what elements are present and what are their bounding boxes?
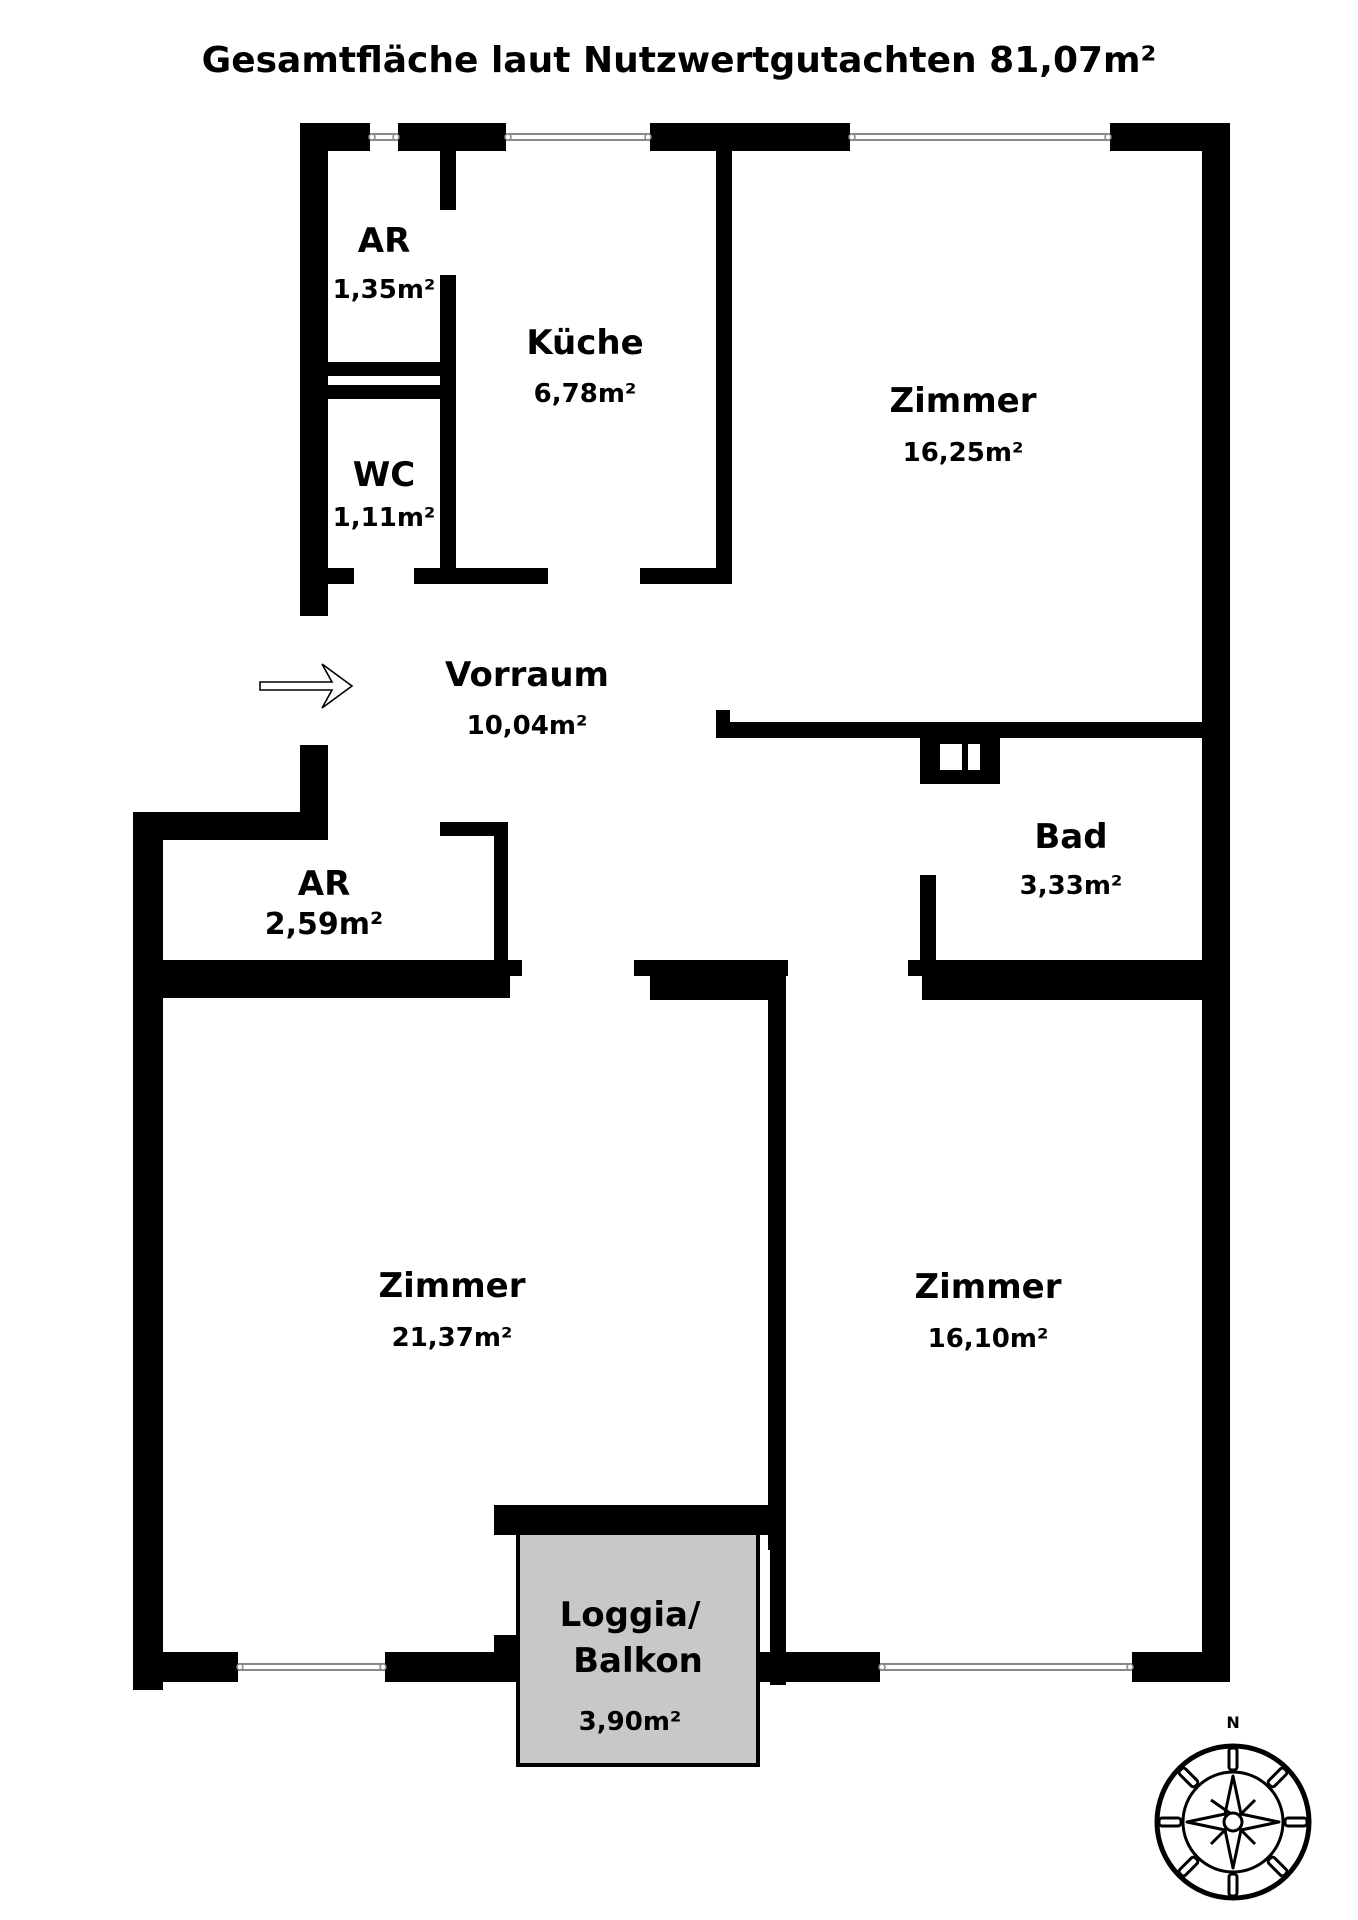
- room-area: 10,04m²: [467, 711, 588, 741]
- room-wc: WC 1,11m²: [333, 455, 436, 533]
- room-area: 1,35m²: [333, 275, 436, 305]
- room-ar-mid: AR 2,59m²: [265, 864, 383, 942]
- walls: [133, 123, 1230, 1690]
- room-name: Zimmer: [915, 1267, 1062, 1307]
- room-vorraum: Vorraum 10,04m²: [445, 655, 609, 741]
- room-bad: Bad 3,33m²: [1020, 817, 1123, 901]
- room-area: 6,78m²: [534, 379, 637, 409]
- room-area: 21,37m²: [392, 1323, 513, 1353]
- room-loggia: Loggia/ Balkon 3,90m²: [560, 1595, 703, 1737]
- room-kueche: Küche 6,78m²: [526, 323, 643, 409]
- room-name: Zimmer: [379, 1266, 526, 1306]
- compass-icon: N: [1154, 1713, 1312, 1901]
- room-name: WC: [353, 455, 415, 495]
- room-area: 3,90m²: [579, 1707, 682, 1737]
- room-name: Balkon: [573, 1641, 703, 1681]
- room-name: AR: [358, 221, 411, 261]
- room-zimmer-sw: Zimmer 21,37m²: [379, 1266, 526, 1353]
- room-area: 16,25m²: [903, 438, 1024, 468]
- room-zimmer-ne: Zimmer 16,25m²: [890, 381, 1037, 468]
- page-title: Gesamtfläche laut Nutzwertgutachten 81,0…: [202, 40, 1157, 81]
- room-name: Vorraum: [445, 655, 609, 695]
- room-area: 3,33m²: [1020, 871, 1123, 901]
- room-name: Loggia/: [560, 1595, 701, 1635]
- loggia-area: [516, 1528, 760, 1767]
- room-zimmer-se: Zimmer 16,10m²: [915, 1267, 1062, 1354]
- compass-north-label: N: [1226, 1713, 1239, 1732]
- room-ar-top: AR 1,35m²: [333, 221, 436, 305]
- room-area: 1,11m²: [333, 503, 436, 533]
- room-area: 16,10m²: [928, 1324, 1049, 1354]
- room-area: 2,59m²: [265, 907, 383, 942]
- room-name: Bad: [1034, 817, 1107, 857]
- room-name: AR: [298, 864, 351, 904]
- room-name: Zimmer: [890, 381, 1037, 421]
- room-name: Küche: [526, 323, 643, 363]
- entrance-arrow-icon: [259, 663, 354, 709]
- windows: [236, 133, 1134, 1671]
